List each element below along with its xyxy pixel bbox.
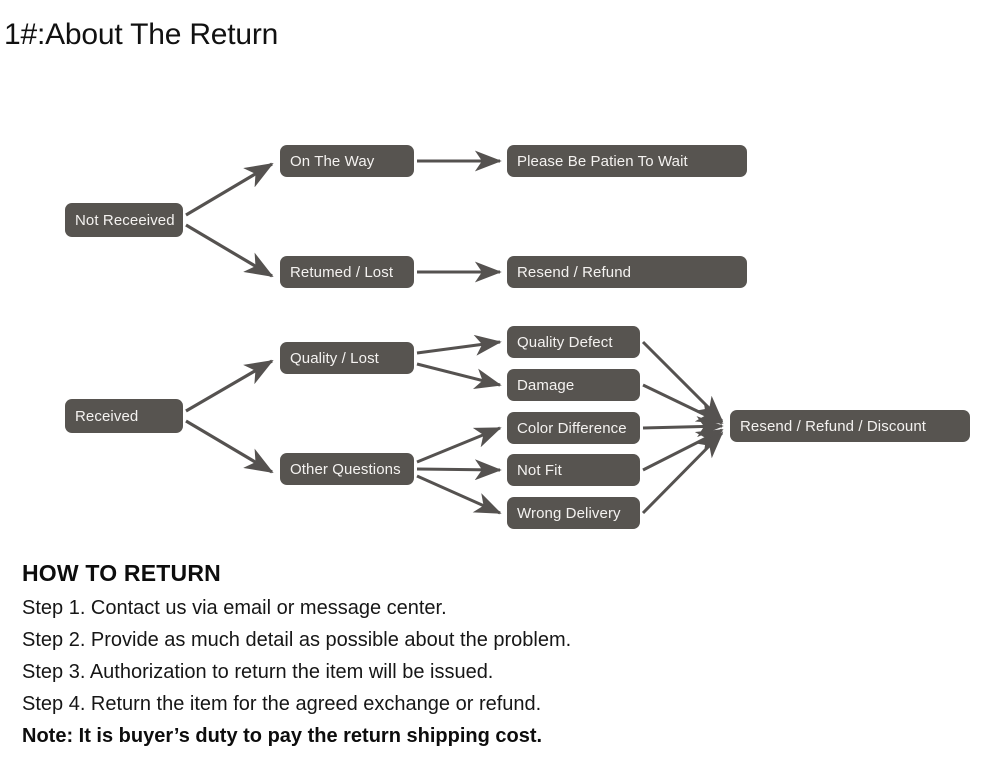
page-title: 1#:About The Return xyxy=(4,18,279,51)
arrow-not-received-to-on-the-way xyxy=(185,162,274,217)
node-resend-refund[interactable]: Resend / Refund xyxy=(507,256,747,288)
node-quality-defect[interactable]: Quality Defect xyxy=(507,326,640,358)
how-to-return-step-2: Step 2. Provide as much detail as possib… xyxy=(22,629,572,652)
node-returned-lost[interactable]: Retumed / Lost xyxy=(280,256,414,288)
node-on-the-way[interactable]: On The Way xyxy=(280,145,414,177)
how-to-return-step-1: Step 1. Contact us via email or message … xyxy=(22,597,447,620)
node-please-be-patient[interactable]: Please Be Patien To Wait xyxy=(507,145,747,177)
node-color-difference[interactable]: Color Difference xyxy=(507,412,640,444)
node-not-fit[interactable]: Not Fit xyxy=(507,454,640,486)
arrow-quality-defect-to-resend-refund-discount xyxy=(641,340,724,423)
return-flow-diagram: Not Receeived On The Way Please Be Patie… xyxy=(0,110,1000,550)
arrow-damage-to-resend-refund-discount xyxy=(642,383,724,425)
node-resend-refund-discount[interactable]: Resend / Refund / Discount xyxy=(730,410,970,442)
node-wrong-delivery[interactable]: Wrong Delivery xyxy=(507,497,640,529)
flow-arrows-layer xyxy=(185,150,724,515)
arrow-not-received-to-returned-lost xyxy=(185,223,274,278)
arrow-received-to-quality-lost xyxy=(185,359,274,413)
arrow-other-questions-to-not-fit xyxy=(416,459,502,481)
how-to-return-step-3: Step 3. Authorization to return the item… xyxy=(22,661,494,684)
arrow-color-difference-to-resend-refund-discount xyxy=(642,416,724,438)
node-damage[interactable]: Damage xyxy=(507,369,640,401)
arrow-other-questions-to-wrong-delivery xyxy=(416,474,502,515)
arrow-quality-lost-to-damage xyxy=(416,362,502,389)
node-received[interactable]: Received xyxy=(65,399,183,433)
arrow-quality-lost-to-quality-defect xyxy=(416,334,502,356)
arrow-wrong-delivery-to-resend-refund-discount xyxy=(641,431,724,515)
how-to-return-heading: HOW TO RETURN xyxy=(22,560,221,586)
arrow-received-to-other-questions xyxy=(185,419,274,474)
how-to-return-section: HOW TO RETURN Step 1. Contact us via ema… xyxy=(22,560,862,752)
node-not-received[interactable]: Not Receeived xyxy=(65,203,183,237)
arrow-other-questions-to-color-difference xyxy=(416,426,502,464)
how-to-return-step-4: Step 4. Return the item for the agreed e… xyxy=(22,693,542,716)
how-to-return-note: Note: It is buyer’s duty to pay the retu… xyxy=(22,725,543,748)
node-other-questions[interactable]: Other Questions xyxy=(280,453,414,485)
arrow-not-fit-to-resend-refund-discount xyxy=(642,428,724,472)
node-quality-lost[interactable]: Quality / Lost xyxy=(280,342,414,374)
